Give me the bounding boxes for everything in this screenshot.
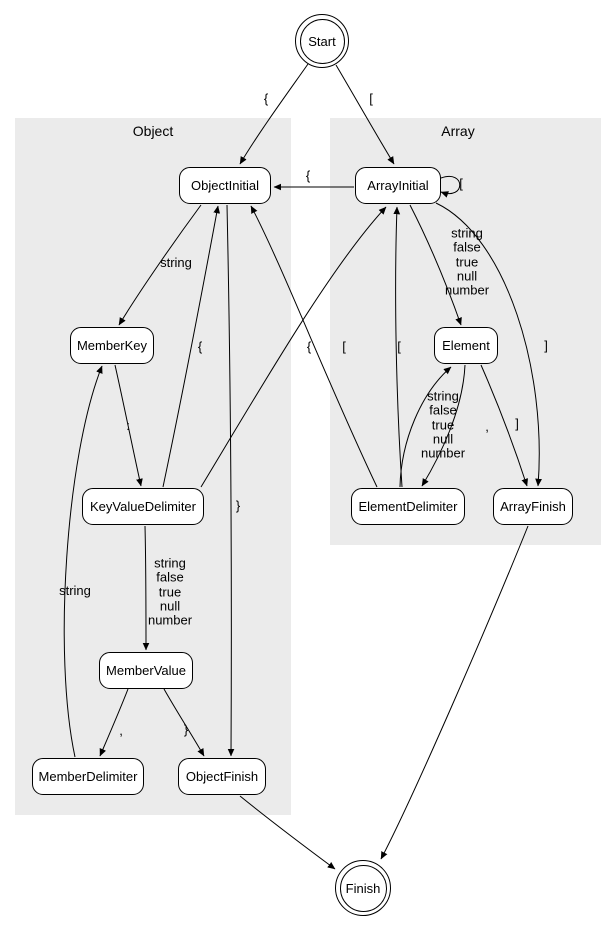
edge-element-delimiter-to-array-initial: [393, 206, 403, 488]
edge-label-array-initial-to-array-finish: ]: [544, 337, 548, 353]
edge-label-member-value-to-member-delimiter: ,: [119, 722, 123, 738]
state-element-delimiter: ElementDelimiter: [351, 488, 465, 525]
edge-label-key-value-delimiter-to-array-initial: [: [342, 338, 346, 354]
edge-label-key-value-delimiter-to-member-value: string false true null number: [147, 555, 193, 628]
edge-label-start-to-array-initial: [: [369, 90, 373, 106]
edge-array-initial-to-array-finish: [435, 202, 542, 487]
edge-label-member-key-to-key-value-delimiter: :: [126, 417, 130, 433]
edge-element-to-array-finish: [480, 364, 529, 487]
state-member-delimiter: MemberDelimiter: [32, 758, 144, 795]
edge-object-initial-to-member-key: [118, 204, 202, 326]
state-start-label: Start: [299, 18, 345, 64]
edge-label-key-value-delimiter-to-object-initial: {: [197, 338, 203, 354]
edge-label-array-initial-self: [: [459, 175, 463, 191]
edge-start-to-array-initial: [335, 64, 395, 165]
state-element: Element: [434, 327, 498, 364]
state-member-value: MemberValue: [99, 652, 193, 689]
edge-array-finish-to-finish: [380, 525, 529, 860]
state-object-initial: ObjectInitial: [179, 167, 271, 204]
state-start: Start: [295, 14, 349, 68]
state-finish-label: Finish: [339, 864, 387, 912]
edge-label-object-initial-to-object-finish: }: [235, 497, 241, 513]
cluster-object: [15, 118, 291, 815]
edge-label-member-value-to-object-finish: }: [183, 721, 189, 737]
edge-label-start-to-object-initial: {: [263, 90, 269, 106]
edge-key-value-delimiter-to-object-initial: [162, 205, 221, 488]
edge-label-element-delimiter-to-array-initial: [: [397, 338, 401, 354]
state-array-finish: ArrayFinish: [493, 488, 573, 525]
edge-element-delimiter-to-object-initial: [250, 205, 378, 488]
edge-key-value-delimiter-to-array-initial: [200, 206, 387, 488]
state-object-finish: ObjectFinish: [178, 758, 266, 795]
edge-object-initial-to-object-finish: [226, 204, 235, 757]
edge-member-key-to-key-value-delimiter: [114, 364, 143, 487]
edge-label-object-initial-to-member-key: string: [160, 254, 192, 270]
edge-label-element-to-array-finish: ]: [515, 415, 519, 431]
edge-label-array-initial-to-object-initial: {: [305, 167, 311, 183]
edge-array-initial-self-loop: [440, 175, 461, 198]
state-key-value-delimiter: KeyValueDelimiter: [82, 488, 204, 525]
edge-member-value-to-object-finish: [163, 688, 205, 757]
edge-member-delimiter-to-member-key: [63, 365, 103, 758]
edge-object-finish-to-finish: [239, 795, 336, 870]
edge-start-to-object-initial: [239, 63, 309, 165]
cluster-object-label: Object: [132, 123, 174, 139]
edge-array-initial-to-element: [409, 204, 462, 326]
state-member-key: MemberKey: [70, 327, 154, 364]
edge-key-value-delimiter-to-member-value: [142, 525, 150, 651]
edge-label-array-initial-to-element: string false true null number: [444, 225, 490, 298]
edge-label-member-delimiter-to-member-key: string: [59, 582, 91, 598]
edge-label-element-to-element-delimiter: ,: [485, 418, 489, 434]
edge-label-element-delimiter-to-element: string false true null number: [420, 388, 466, 461]
state-finish: Finish: [335, 860, 391, 916]
cluster-array-label: Array: [441, 123, 475, 139]
state-array-initial: ArrayInitial: [355, 167, 441, 204]
edge-element-to-element-delimiter: [421, 364, 466, 487]
edge-label-element-delimiter-to-object-initial: {: [306, 338, 312, 354]
edge-member-value-to-member-delimiter: [99, 688, 129, 757]
